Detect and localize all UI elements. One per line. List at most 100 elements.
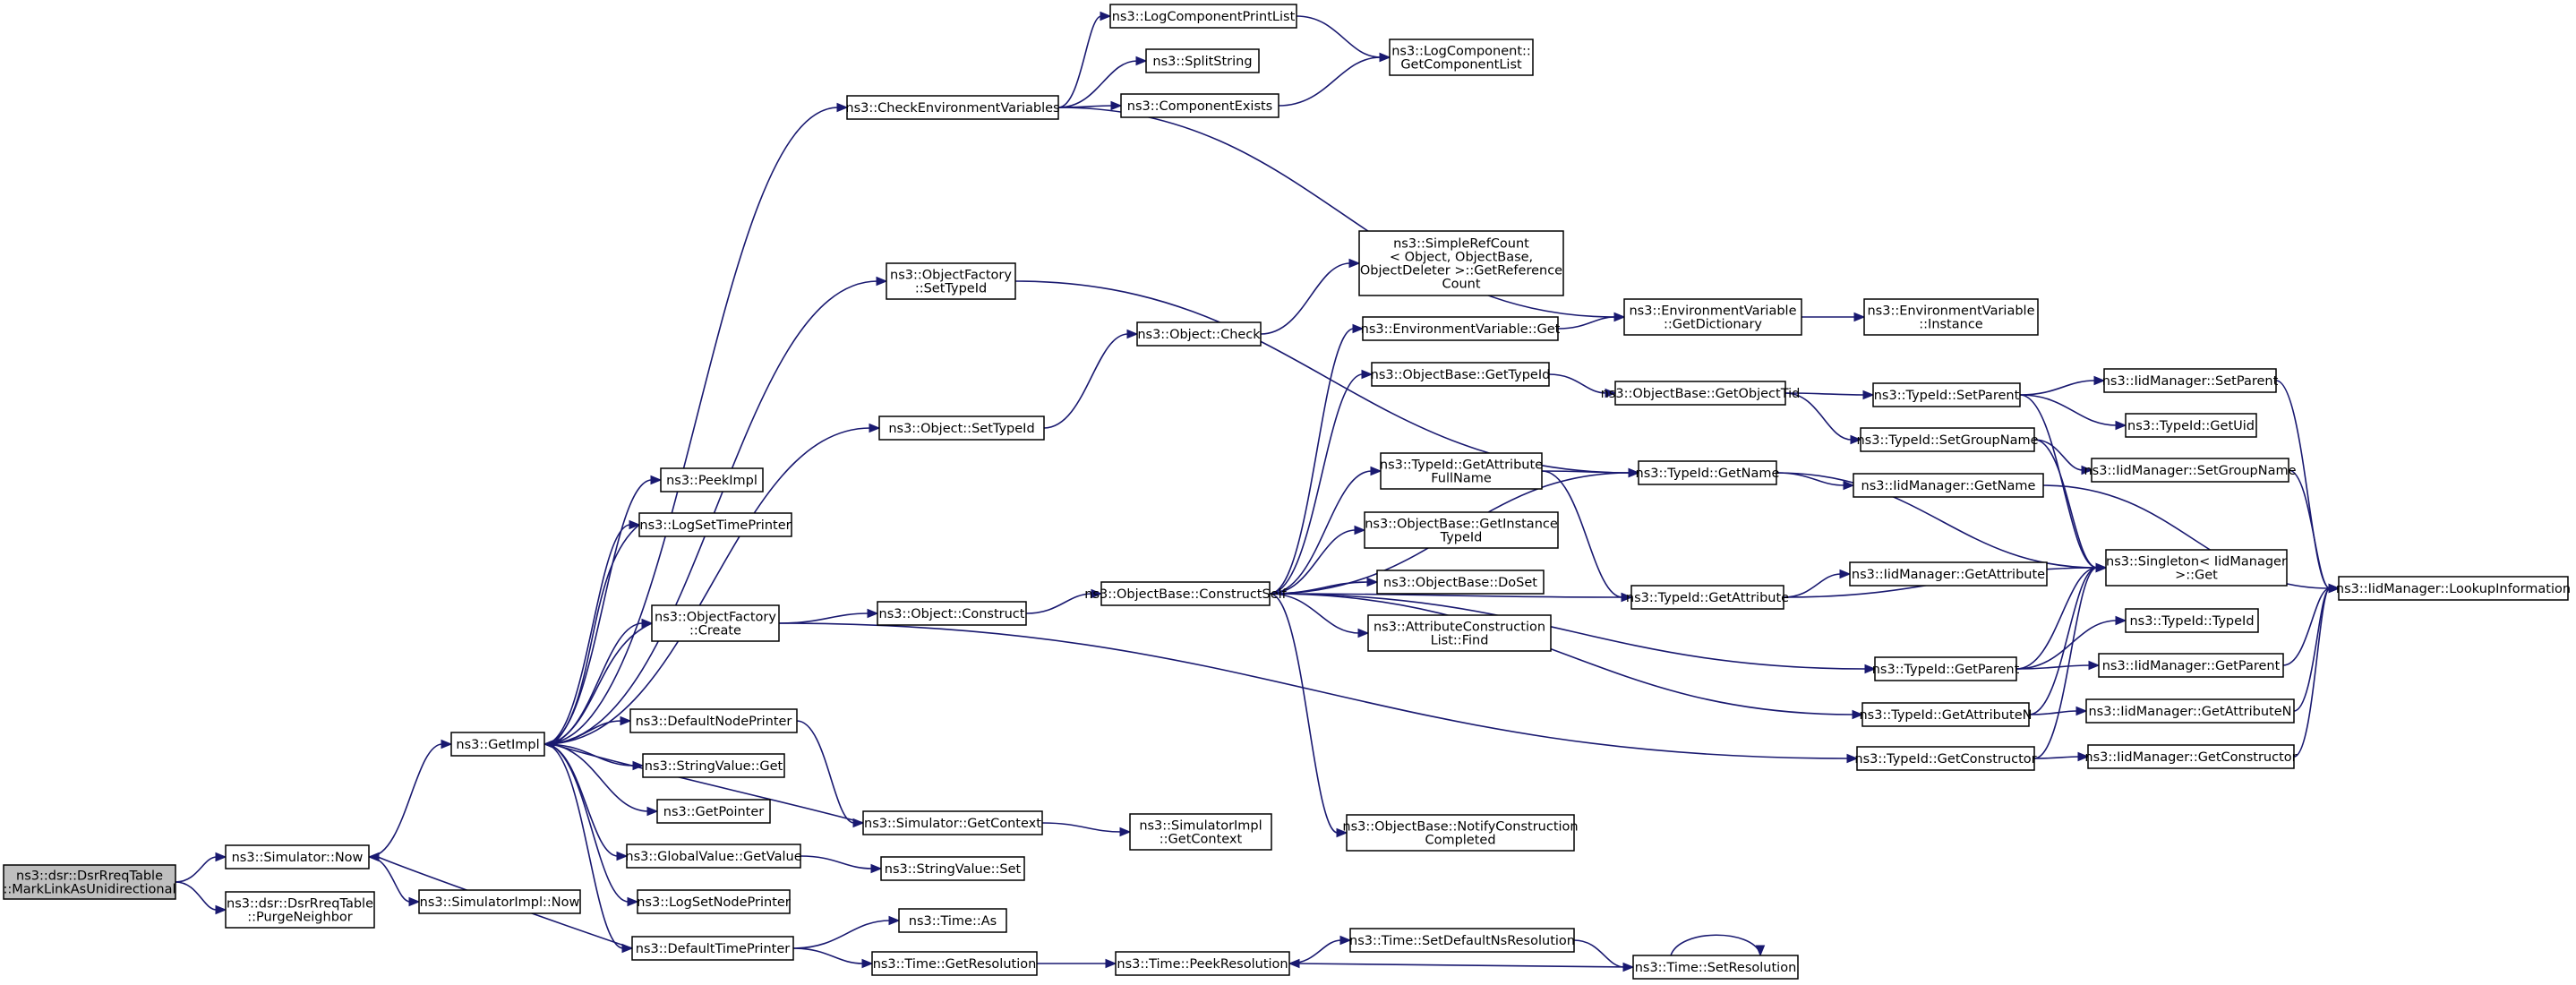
- graph-node-ofcreate[interactable]: ns3::ObjectFactory::Create: [651, 604, 780, 642]
- node-label-line: ns3::LogComponentPrintList: [1112, 10, 1296, 24]
- edge-constructself-to-obgetinstance: [1269, 525, 1366, 595]
- node-box: [2085, 698, 2295, 724]
- node-label-line: ns3::SimpleRefCount: [1393, 237, 1529, 252]
- graph-node-iidgetparent[interactable]: ns3::IidManager::GetParent: [2098, 653, 2284, 678]
- graph-node-peekimpl[interactable]: ns3::PeekImpl: [660, 467, 764, 492]
- edge-arrowhead: [1119, 827, 1132, 837]
- graph-node-obnotify[interactable]: ns3::ObjectBase::NotifyConstructionCompl…: [1342, 814, 1579, 852]
- graph-node-obdoset[interactable]: ns3::ObjectBase::DoSet: [1376, 570, 1545, 595]
- edge-line: [1043, 333, 1129, 429]
- graph-node-timegetres[interactable]: ns3::Time::GetResolution: [871, 951, 1038, 976]
- edge-defnodeprinter-to-simgetctx: [796, 720, 865, 828]
- edge-arrowhead: [2115, 420, 2127, 431]
- graph-node-getimpl[interactable]: ns3::GetImpl: [450, 732, 545, 757]
- graph-node-defnodeprinter[interactable]: ns3::DefaultNodePrinter: [629, 708, 798, 733]
- graph-node-tidsetgroup[interactable]: ns3::TypeId::SetGroupName: [1856, 427, 2039, 452]
- graph-node-constructself[interactable]: ns3::ObjectBase::ConstructSelf: [1084, 581, 1288, 606]
- graph-node-tidsetparent[interactable]: ns3::TypeId::SetParent: [1872, 382, 2021, 407]
- graph-node-gvgetvalue[interactable]: ns3::GlobalValue::GetValue: [625, 844, 802, 869]
- graph-node-simgetctx[interactable]: ns3::Simulator::GetContext: [862, 810, 1043, 835]
- edge-line: [1057, 60, 1138, 108]
- edge-line: [2033, 439, 2098, 569]
- edge-line: [2028, 567, 2098, 715]
- graph-node-root[interactable]: ns3::dsr::DsrRreqTable::MarkLinkAsUnidir…: [3, 864, 176, 900]
- edge-line: [368, 856, 411, 903]
- graph-node-simplerefcount[interactable]: ns3::SimpleRefCount< Object, ObjectBase,…: [1358, 230, 1564, 296]
- graph-node-objconstruct[interactable]: ns3::Object::Construct: [877, 601, 1027, 626]
- graph-node-tidgetattr[interactable]: ns3::TypeId::GetAttribute: [1626, 585, 1789, 610]
- edge-line: [1260, 262, 1351, 335]
- graph-node-iidgetattrn[interactable]: ns3::IidManager::GetAttributeN: [2085, 698, 2295, 724]
- edge-line: [368, 743, 443, 858]
- edge-line: [2019, 394, 2118, 426]
- edge-arrowhead: [650, 475, 663, 485]
- graph-node-timeas[interactable]: ns3::Time::As: [898, 908, 1007, 933]
- node-label-line: FullName: [1431, 472, 1492, 486]
- graph-node-timesetdefns[interactable]: ns3::Time::SetDefaultNsResolution: [1349, 928, 1575, 953]
- graph-node-simnow[interactable]: ns3::Simulator::Now: [225, 844, 370, 869]
- graph-node-envgetdict[interactable]: ns3::EnvironmentVariable::GetDictionary: [1623, 298, 1802, 336]
- node-box: [1856, 746, 2035, 771]
- graph-node-compexists[interactable]: ns3::ComponentExists: [1120, 93, 1279, 118]
- graph-node-obgettypeid[interactable]: ns3::ObjectBase::GetTypeId: [1371, 362, 1551, 387]
- edge-line: [792, 920, 891, 949]
- graph-node-envinstance[interactable]: ns3::EnvironmentVariable::Instance: [1863, 298, 2039, 336]
- graph-node-timesetres[interactable]: ns3::Time::SetResolution: [1632, 955, 1799, 980]
- node-label-line: ns3::GetPointer: [663, 805, 765, 819]
- node-label-line: ns3::AttributeConstruction: [1374, 621, 1545, 635]
- graph-node-tidgetattrn[interactable]: ns3::TypeId::GetAttributeN: [1859, 702, 2033, 727]
- graph-node-strvalget[interactable]: ns3::StringValue::Get: [642, 753, 785, 778]
- graph-node-iidgetctor[interactable]: ns3::IidManager::GetConstructor: [2084, 744, 2298, 769]
- edge-tidgetparent-to-iidgetparent: [2015, 660, 2101, 671]
- node-label-line: List::Find: [1431, 634, 1489, 648]
- node-label-line: ns3::GlobalValue::GetValue: [625, 850, 801, 864]
- graph-node-iidgetname[interactable]: ns3::IidManager::GetName: [1853, 473, 2044, 498]
- graph-node-singleton[interactable]: ns3::Singleton< IidManager>::Get: [2105, 549, 2288, 587]
- graph-node-iidgetattr[interactable]: ns3::IidManager::GetAttribute: [1849, 561, 2048, 587]
- graph-node-iidsetparent[interactable]: ns3::IidManager::SetParent: [2102, 368, 2279, 393]
- graph-node-logcompprint[interactable]: ns3::LogComponentPrintList: [1109, 4, 1297, 29]
- graph-node-envget[interactable]: ns3::EnvironmentVariable::Get: [1361, 316, 1561, 341]
- graph-node-tidgetuid[interactable]: ns3::TypeId::GetUid: [2125, 413, 2257, 438]
- graph-node-tidgetname[interactable]: ns3::TypeId::GetName: [1636, 460, 1780, 485]
- graph-node-splitstring[interactable]: ns3::SplitString: [1145, 48, 1260, 73]
- graph-node-logcompget[interactable]: ns3::LogComponent::GetComponentList: [1389, 39, 1534, 76]
- graph-node-ofsettypeid[interactable]: ns3::ObjectFactory::SetTypeId: [886, 262, 1016, 300]
- graph-node-purge[interactable]: ns3::dsr::DsrRreqTable::PurgeNeighbor: [225, 891, 375, 929]
- graph-node-deftimeprinter[interactable]: ns3::DefaultTimePrinter: [631, 936, 794, 961]
- graph-node-timepeekres[interactable]: ns3::Time::PeekResolution: [1115, 951, 1290, 976]
- graph-node-objcheck[interactable]: ns3::Object::Check: [1136, 321, 1262, 347]
- edge-arrowhead: [1110, 100, 1123, 111]
- node-box: [418, 889, 581, 914]
- graph-node-logsettime[interactable]: ns3::LogSetTimePrinter: [638, 512, 792, 537]
- graph-node-tidgetparent[interactable]: ns3::TypeId::GetParent: [1872, 656, 2020, 681]
- graph-node-iidsetgroup[interactable]: ns3::IidManager::SetGroupName: [2084, 458, 2297, 483]
- graph-node-objsettypeid[interactable]: ns3::Object::SetTypeId: [878, 415, 1045, 441]
- graph-node-simimplnow[interactable]: ns3::SimulatorImpl::Now: [418, 889, 581, 914]
- graph-node-logsetnode[interactable]: ns3::LogSetNodePrinter: [637, 889, 791, 914]
- edge-line: [1269, 593, 1867, 670]
- edge-arrowhead: [870, 863, 883, 874]
- edge-line: [2015, 664, 2091, 670]
- graph-node-strvalset[interactable]: ns3::StringValue::Set: [880, 856, 1025, 881]
- node-box: [2091, 458, 2289, 483]
- edge-arrowhead: [867, 608, 879, 619]
- node-label-line: ns3::ComponentExists: [1127, 99, 1273, 114]
- edge-arrowhead: [869, 423, 881, 433]
- graph-node-getpointer[interactable]: ns3::GetPointer: [656, 799, 771, 824]
- edge-arrowhead: [1843, 480, 1855, 491]
- graph-node-tidgetctor[interactable]: ns3::TypeId::GetConstructor: [1854, 746, 2037, 771]
- graph-node-simimplgetctx[interactable]: ns3::SimulatorImpl::GetContext: [1129, 813, 1272, 851]
- edge-arrowhead: [1288, 958, 1300, 969]
- node-label-line: ns3::Object::Check: [1137, 328, 1261, 342]
- graph-node-tidtypeid[interactable]: ns3::TypeId::TypeId: [2125, 608, 2259, 633]
- graph-node-iidlookup[interactable]: ns3::IidManager::LookupInformation: [2336, 576, 2571, 601]
- edge-arrowhead: [215, 904, 227, 915]
- graph-node-obgetobjecttid[interactable]: ns3::ObjectBase::GetObjectTid: [1601, 381, 1801, 406]
- graph-node-checkenv[interactable]: ns3::CheckEnvironmentVariables: [845, 95, 1060, 120]
- edge-line: [543, 524, 631, 745]
- node-label-line: Completed: [1425, 834, 1495, 848]
